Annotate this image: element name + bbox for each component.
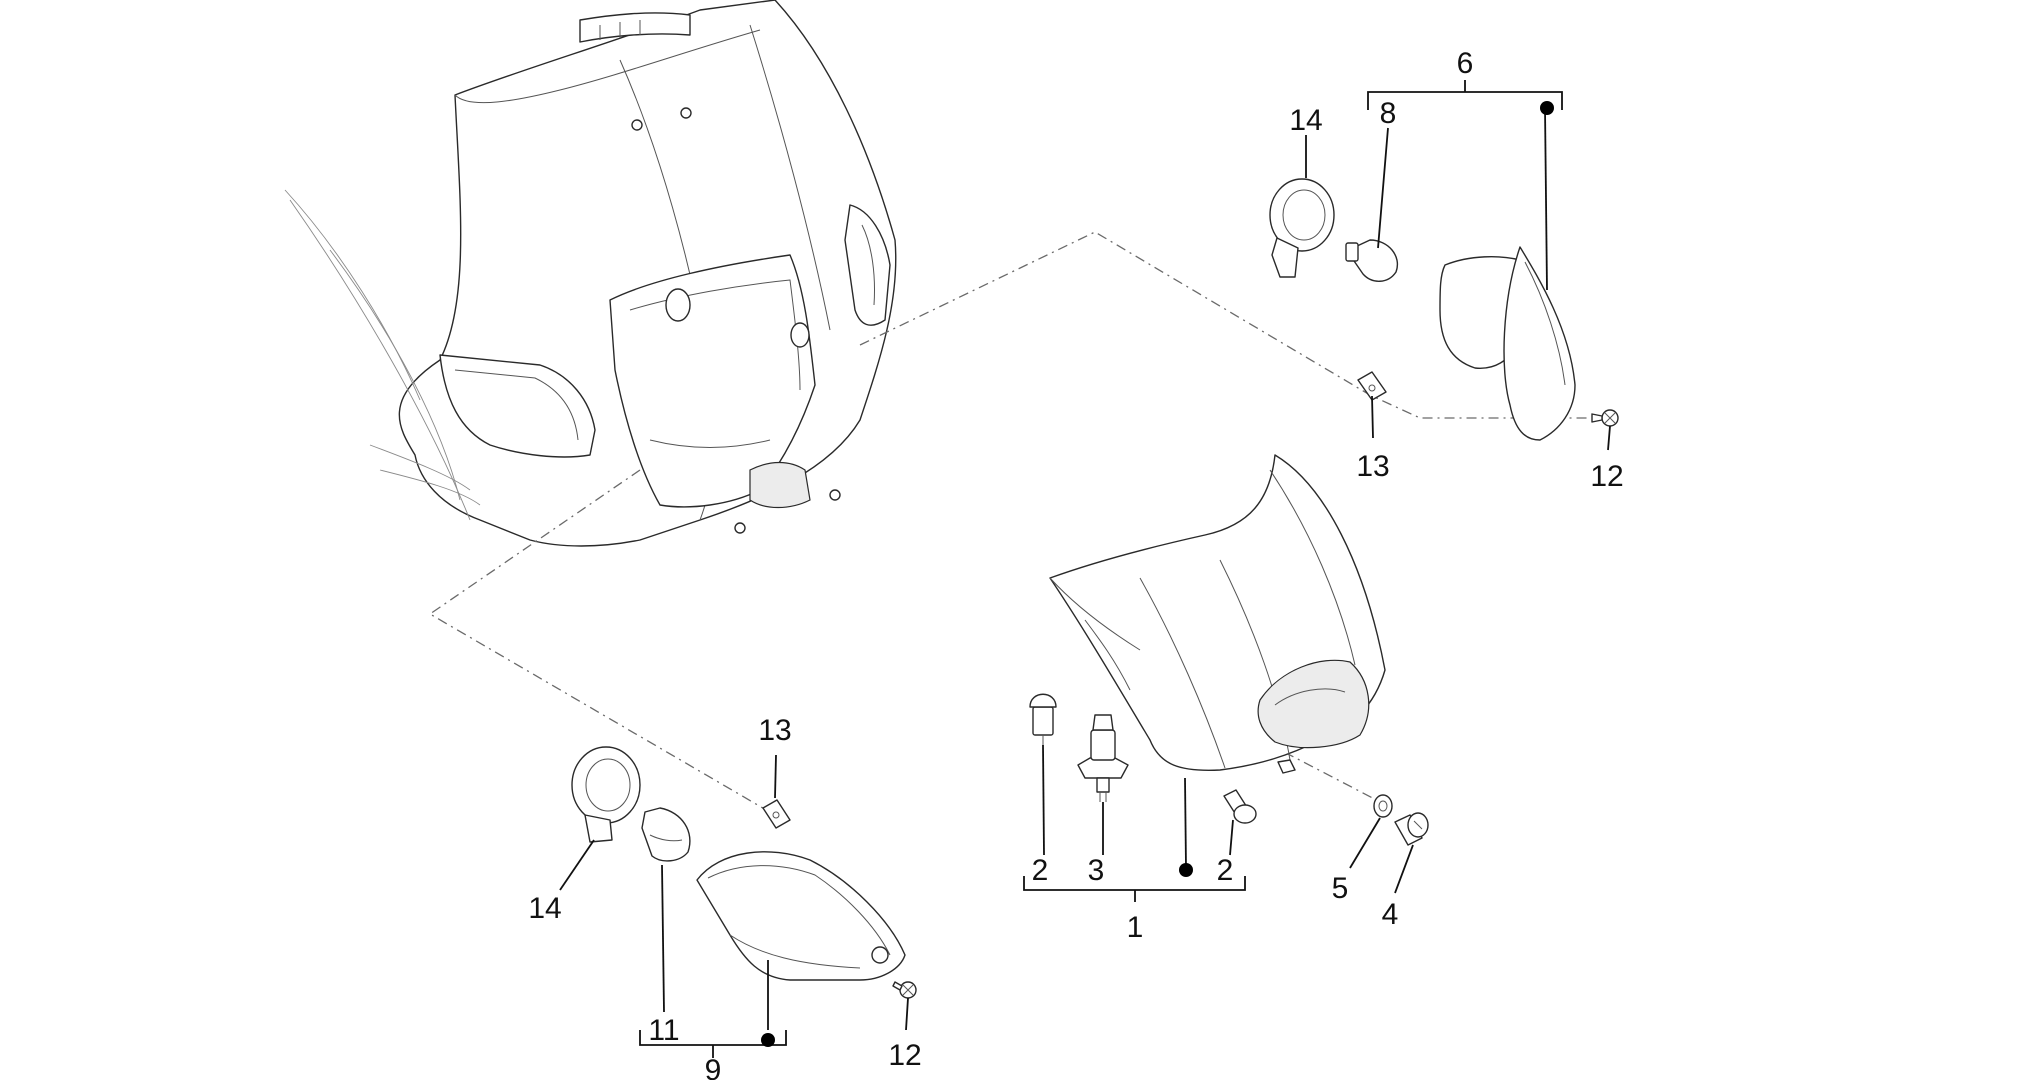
left-clip-nut: [762, 799, 791, 829]
headlight-assembly: [1049, 454, 1386, 774]
callout-11: 11: [648, 1014, 679, 1047]
right-bulb: [1345, 239, 1399, 282]
right-turn-signal-lens: [1439, 246, 1576, 441]
screw: [1394, 812, 1429, 846]
callout-4: 4: [1382, 898, 1399, 931]
washer: [1373, 794, 1393, 818]
right-clip-nut: [1357, 371, 1387, 401]
small-bulb-right: [1223, 789, 1257, 824]
callout-2-right: 2: [1217, 854, 1234, 887]
callout-9: 9: [705, 1054, 722, 1080]
callout-leaders: [559, 80, 1611, 1058]
callout-14-bottom: 14: [528, 892, 561, 925]
callout-13-top: 13: [1356, 450, 1389, 483]
left-screw: [892, 981, 917, 999]
callout-13-bottom: 13: [758, 714, 791, 747]
callout-3: 3: [1088, 854, 1105, 887]
right-screw: [1591, 409, 1619, 427]
callout-dots: [761, 101, 1554, 1047]
halogen-bulb: [1077, 714, 1129, 802]
callout-6: 6: [1457, 47, 1474, 80]
left-bulb-socket: [571, 746, 641, 843]
callout-12-top: 12: [1590, 460, 1623, 493]
callout-8: 8: [1380, 97, 1397, 130]
front-shield-body: [284, 0, 897, 547]
right-bulb-socket: [1269, 178, 1335, 278]
callout-2-left: 2: [1032, 854, 1049, 887]
callout-12-bottom: 12: [888, 1039, 921, 1072]
callout-labels: 6 8 14 13 12 2 3 2 1 5 4 13 14 11 9 12: [528, 47, 1623, 1080]
left-bulb: [641, 807, 691, 862]
left-turn-signal-lens: [696, 851, 906, 981]
callout-5: 5: [1332, 872, 1349, 905]
small-bulb-left: [1029, 693, 1057, 745]
callout-14-top: 14: [1289, 104, 1322, 137]
callout-1: 1: [1127, 911, 1144, 944]
